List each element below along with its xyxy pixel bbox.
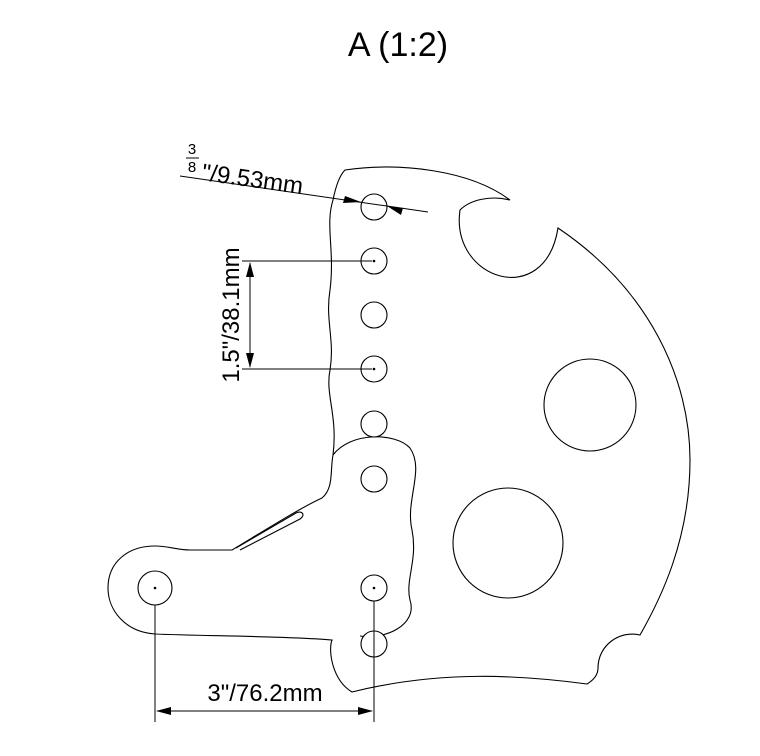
arrow-head [246, 353, 254, 368]
mounting-hole [360, 410, 388, 438]
center-mark [153, 586, 157, 590]
mounting-hole [360, 193, 388, 221]
arrow-head [343, 196, 361, 203]
hole-diameter-dimension: 3 8 "/9.53mm [179, 141, 429, 215]
mounting-hole [360, 465, 388, 493]
center-mark [372, 259, 376, 263]
arrow-head [358, 707, 373, 715]
arrow-head [387, 206, 403, 215]
fraction-numerator: 3 [188, 141, 196, 158]
diagonal-slot [235, 511, 304, 551]
mounting-hole [360, 301, 388, 329]
bracket-outline [107, 166, 691, 693]
hole-spacing-dimension: 1.5"/38.1mm [218, 247, 372, 383]
hole-diameter-label: "/9.53mm [200, 159, 305, 200]
leader-line [179, 175, 429, 213]
arrow-head [246, 262, 254, 277]
horizontal-span-label: 3"/76.2mm [207, 680, 322, 707]
hole-spacing-label: 1.5"/38.1mm [218, 247, 245, 382]
center-mark [372, 586, 376, 590]
boss-outline [332, 436, 417, 638]
lightening-hole-upper [543, 358, 637, 452]
center-mark [372, 367, 376, 371]
view-title: A (1:2) [348, 26, 448, 64]
arrow-head [156, 707, 171, 715]
fraction-denominator: 8 [188, 159, 196, 176]
horizontal-span-dimension: 3"/76.2mm [154, 601, 375, 722]
lightening-hole-lower [452, 487, 564, 599]
